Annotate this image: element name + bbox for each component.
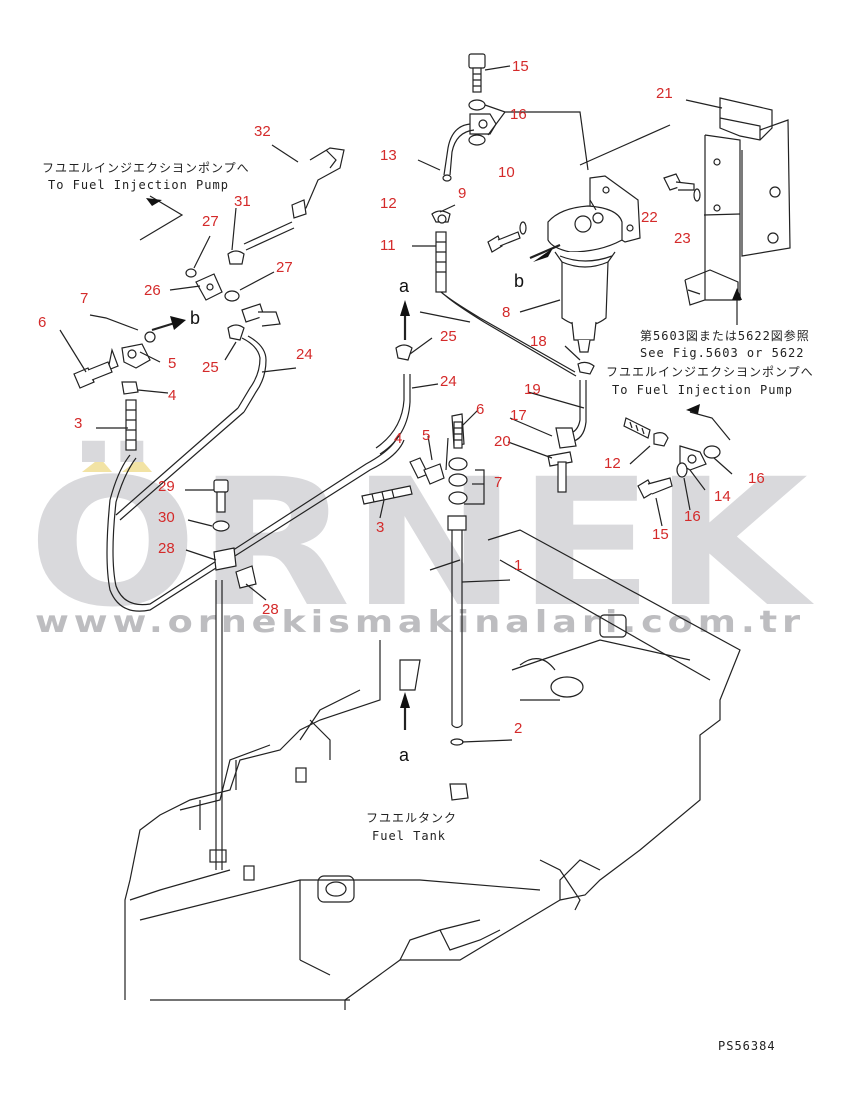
- callout-21: 21: [656, 85, 673, 102]
- callout-17: 17: [510, 407, 527, 424]
- hose-3-left: [125, 399, 137, 451]
- callout-13: 13: [380, 147, 397, 164]
- callout-29: 29: [158, 478, 175, 495]
- callout-25: 25: [440, 328, 457, 345]
- drawing-code: PS56384: [718, 1039, 776, 1053]
- callout-16: 16: [684, 508, 701, 525]
- callout-labels: 15 16 21 13 10 9 12 11 22 23 8 18 32 31 …: [38, 58, 765, 737]
- callout-6: 6: [38, 314, 46, 331]
- callout-14: 14: [714, 488, 731, 505]
- connector-b-left: b: [190, 308, 200, 328]
- connector-a-top: a: [399, 276, 410, 296]
- callout-24: 24: [440, 373, 457, 390]
- connector-b-right: b: [514, 271, 524, 291]
- hose-19-elbow-17: [547, 380, 587, 493]
- callout-3: 3: [74, 415, 82, 432]
- pipe-13: [442, 123, 475, 182]
- callout-7: 7: [494, 474, 502, 491]
- callout-7: 7: [80, 290, 88, 307]
- callout-9: 9: [458, 185, 466, 202]
- callout-5: 5: [168, 355, 176, 372]
- banjo-26-washers-27: [185, 268, 281, 327]
- bolt-15-top: [468, 53, 497, 146]
- callout-30: 30: [158, 509, 175, 526]
- callout-4: 4: [168, 387, 176, 404]
- callout-3: 3: [376, 519, 384, 536]
- bolt-9-washer-10: [487, 221, 527, 253]
- callout-31: 31: [234, 193, 251, 210]
- connector-a-bottom-arrow: [400, 692, 410, 730]
- bracket-32-clip-31: [227, 147, 345, 265]
- callout-27: 27: [276, 259, 293, 276]
- center-fitting-assembly: [361, 413, 468, 531]
- hose-24-center: [375, 344, 413, 455]
- callout-28: 28: [158, 540, 175, 557]
- leader-lines: [59, 65, 733, 743]
- callout-20: 20: [494, 433, 511, 450]
- callout-10: 10: [498, 164, 515, 181]
- arrow-see-fig: [732, 288, 742, 325]
- bolt-22-washer-23: [663, 173, 701, 202]
- callout-5: 5: [422, 427, 430, 444]
- callout-8: 8: [502, 304, 510, 321]
- callout-12: 12: [380, 195, 397, 212]
- note-to-pump-jp-right: フユエルインジエクシヨンポンプへ: [606, 365, 814, 379]
- note-see-fig-en: See Fig.5603 or 5622: [640, 346, 805, 360]
- note-fuel-tank-en: Fuel Tank: [372, 829, 446, 843]
- callout-15: 15: [652, 526, 669, 543]
- arrow-to-pump-left: [139, 195, 184, 241]
- note-see-fig-jp: 第5603図または5622図参照: [640, 328, 810, 343]
- hose-24-left: [227, 324, 267, 413]
- callout-28: 28: [262, 601, 279, 618]
- callout-24: 24: [296, 346, 313, 363]
- callout-25: 25: [202, 359, 219, 376]
- callout-6: 6: [476, 401, 484, 418]
- connector-letters: a a b b: [190, 271, 524, 765]
- bracket-21: [684, 97, 791, 306]
- clip-12-upper: [431, 210, 451, 224]
- callout-2: 2: [514, 720, 522, 737]
- notes: フユエルインジエクシヨンポンプへ To Fuel Injection Pump …: [42, 161, 814, 1053]
- callout-26: 26: [144, 282, 161, 299]
- note-to-pump-en-right: To Fuel Injection Pump: [612, 383, 793, 397]
- fuel-filter-assembly: [529, 175, 641, 353]
- callout-16: 16: [510, 106, 527, 123]
- callout-16: 16: [748, 470, 765, 487]
- callout-12: 12: [604, 455, 621, 472]
- hose-11: [435, 231, 577, 377]
- callout-23: 23: [674, 230, 691, 247]
- clamp-28-bolt-29: [212, 479, 257, 870]
- note-to-pump-jp-left: フユエルインジエクシヨンポンプへ: [42, 161, 250, 175]
- frame-features: [209, 614, 627, 903]
- machine-frame: [124, 529, 741, 1010]
- callout-19: 19: [524, 381, 541, 398]
- return-line-loop: [106, 407, 405, 612]
- callout-22: 22: [641, 209, 658, 226]
- connector-a-bottom: a: [399, 745, 410, 765]
- left-banjo-bolt-6-5: [73, 331, 156, 395]
- connector-b-left-arrow: [151, 316, 186, 332]
- note-to-pump-en-left: To Fuel Injection Pump: [48, 178, 229, 192]
- callout-1: 1: [514, 557, 522, 574]
- note-fuel-tank-jp: フユエルタンク: [366, 811, 457, 825]
- clip-18: [577, 361, 595, 375]
- callout-4: 4: [394, 430, 402, 447]
- callout-11: 11: [380, 237, 396, 254]
- watermark-url: www.ornekismakinalari.com.tr: [35, 605, 805, 640]
- callout-18: 18: [530, 333, 547, 350]
- right-banjo-assembly: [623, 417, 721, 499]
- callout-32: 32: [254, 123, 271, 140]
- callout-27: 27: [202, 213, 219, 230]
- callout-15: 15: [512, 58, 529, 75]
- connector-a-top-arrow: [400, 300, 410, 340]
- arrow-to-pump-right: [686, 404, 731, 441]
